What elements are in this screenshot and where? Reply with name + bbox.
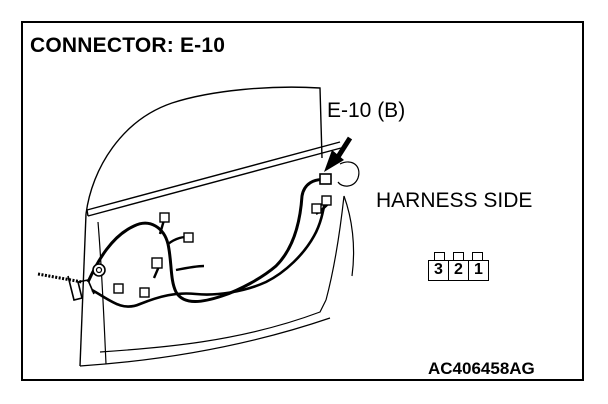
door-bottom-edge xyxy=(99,299,327,353)
harness-connector xyxy=(311,203,322,214)
harness-branch xyxy=(175,264,205,272)
harness-wire xyxy=(86,178,327,303)
door-rear-edge xyxy=(325,195,345,301)
connector-face: 3 2 1 xyxy=(428,251,491,283)
connector-pin: 3 xyxy=(429,261,449,280)
diagram-frame xyxy=(21,21,584,381)
connector-e10 xyxy=(319,173,332,185)
grommet xyxy=(95,266,103,274)
connector-pin: 1 xyxy=(474,261,483,278)
connector-body: 3 2 1 xyxy=(428,260,489,281)
door-front-edge xyxy=(79,213,87,367)
harness-connector xyxy=(151,257,163,269)
mirror-mount xyxy=(337,161,360,187)
harness-connector xyxy=(183,232,194,243)
connector-latch xyxy=(434,252,445,260)
harness-connector xyxy=(139,287,150,298)
door-inner-edge xyxy=(97,221,107,365)
harness-side-label: HARNESS SIDE xyxy=(376,189,533,212)
figure-code: AC406458AG xyxy=(428,359,535,378)
door-rear-curve xyxy=(343,195,355,277)
grommet xyxy=(92,263,106,277)
diagram-title: CONNECTOR: E-10 xyxy=(30,34,226,57)
harness-connector xyxy=(321,195,332,206)
callout-label: E-10 (B) xyxy=(327,99,406,122)
harness-connector xyxy=(159,212,170,223)
door-side-line xyxy=(79,317,331,367)
belt-line xyxy=(86,141,341,211)
connector-pin: 2 xyxy=(449,261,469,280)
grommet xyxy=(67,275,95,301)
harness-wire xyxy=(91,195,328,308)
belt-line-end xyxy=(86,209,89,217)
connector-latch xyxy=(453,252,464,260)
arrow-down-left-icon xyxy=(324,150,344,172)
harness-connector xyxy=(113,283,124,294)
harness-lead xyxy=(37,272,83,284)
door-outline xyxy=(85,86,323,215)
belt-line xyxy=(87,147,342,217)
connector-latch xyxy=(472,252,483,260)
